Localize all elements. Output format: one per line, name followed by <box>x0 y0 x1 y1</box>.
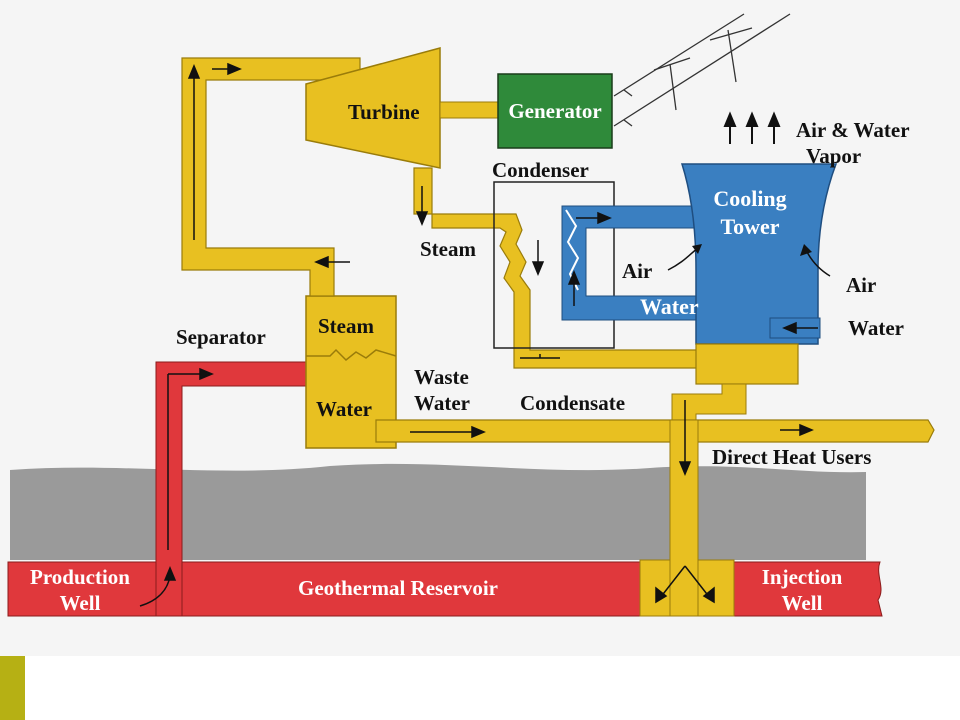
separator-steam-label: Steam <box>318 314 374 338</box>
generator-label: Generator <box>508 99 601 123</box>
geothermal-reservoir-label: Geothermal Reservoir <box>298 576 498 600</box>
turbine <box>305 47 441 169</box>
direct-heat-users-label: Direct Heat Users <box>712 445 871 469</box>
bottom-band <box>0 656 960 720</box>
exhaust-steam-pipe <box>413 167 701 369</box>
injection-well-pipe <box>669 419 699 617</box>
air-water-vapor-label-1: Air & Water <box>796 118 910 142</box>
turbine-shaft <box>439 101 501 119</box>
air-left-label: Air <box>622 259 652 283</box>
production-inflow-arrows <box>139 566 177 607</box>
air-arrowheads <box>692 244 812 256</box>
generator <box>497 73 613 149</box>
separator-water-label: Water <box>316 397 372 421</box>
bottom-accent-bar <box>0 656 25 720</box>
vapor-arrows <box>723 111 781 144</box>
condensate-basin <box>695 343 799 385</box>
separator-interface <box>306 348 397 362</box>
production-well-label-2: Well <box>60 591 101 615</box>
injection-well-label-1: Injection <box>762 565 843 589</box>
air-water-vapor-label-2: Vapor <box>806 144 861 168</box>
condenser-label: Condenser <box>492 158 589 182</box>
turbine-label: Turbine <box>348 100 420 124</box>
cooling-tower-label-1: Cooling <box>713 186 786 211</box>
condensate-downpipe <box>671 383 747 421</box>
flow-arrows <box>167 62 814 604</box>
ground-layer <box>10 463 866 560</box>
condensate-label: Condensate <box>520 391 625 415</box>
production-well-label-1: Production <box>30 565 130 589</box>
waste-water-pipe <box>375 419 935 443</box>
injection-well-label-2: Well <box>782 591 823 615</box>
cooling-tower <box>680 163 838 345</box>
power-lines <box>613 13 791 127</box>
water-inlet-label: Water <box>848 316 904 340</box>
air-right-label: Air <box>846 273 876 297</box>
waste-water-label-2: Water <box>414 391 470 415</box>
waste-water-label-1: Waste <box>414 365 469 389</box>
condenser-box <box>493 181 615 349</box>
reservoir-injection-section <box>733 561 883 617</box>
separator-label: Separator <box>176 325 266 349</box>
water-arrows <box>567 211 818 335</box>
geothermal-plant-diagram: Turbine Generator Air & Water Vapor Cond… <box>7 13 935 617</box>
cooling-tower-label-2: Tower <box>720 214 779 239</box>
water-loop-label: Water <box>640 294 699 319</box>
steam-pipe-label: Steam <box>420 237 476 261</box>
